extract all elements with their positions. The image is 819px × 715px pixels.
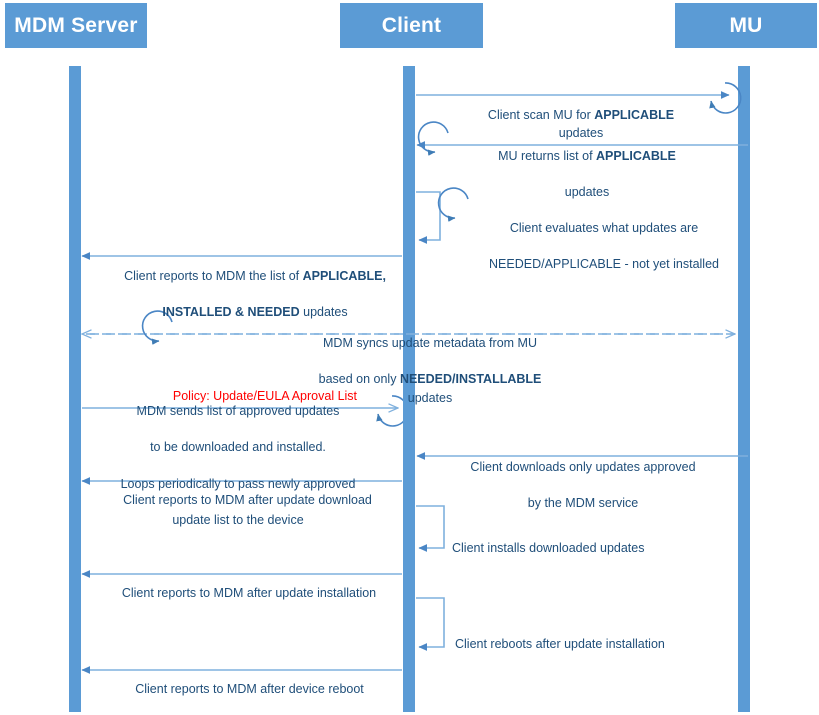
label-text-line2: NEEDED/APPLICABLE - not yet installed bbox=[489, 257, 719, 272]
label-text-line1: Client evaluates what updates are bbox=[509, 221, 699, 236]
label-client-downloads: Client downloads only updates approved b… bbox=[463, 440, 703, 513]
label-text-line2: to be downloaded and installed. bbox=[150, 440, 326, 455]
arrow-client-installs-self bbox=[416, 505, 445, 552]
label-text-bold: APPLICABLE bbox=[594, 108, 675, 123]
actor-label-mdm-server: MDM Server bbox=[14, 13, 138, 37]
label-report-after-install: Client reports to MDM after update insta… bbox=[110, 566, 388, 602]
label-text-line3: Loops periodically to pass newly approve… bbox=[120, 476, 356, 491]
label-text-pre: Client scan MU for bbox=[487, 108, 595, 123]
label-client-installs: Client installs downloaded updates bbox=[452, 521, 712, 557]
policy-text: Policy: Update/EULA Aproval List bbox=[172, 389, 358, 404]
arrow-client-reboots-self bbox=[416, 597, 445, 651]
label-text-post2: updates bbox=[299, 305, 348, 320]
label-text-line1: Client installs downloaded updates bbox=[452, 541, 645, 556]
label-text-line1: MDM sends list of approved updates bbox=[136, 404, 340, 419]
label-policy-approval-list: Policy: Update/EULA Aproval List bbox=[113, 369, 403, 423]
actor-header-client: Client bbox=[340, 3, 483, 48]
label-client-reboots: Client reboots after update installation bbox=[455, 617, 715, 653]
label-text-bold2: NEEDED/INSTALLABLE bbox=[399, 372, 542, 387]
label-text-bold2: INSTALLED & NEEDED bbox=[162, 305, 300, 320]
label-text-line1: Client reports to MDM after device reboo… bbox=[135, 682, 364, 697]
actor-header-mu: MU bbox=[675, 3, 817, 48]
label-text-bold: APPLICABLE bbox=[596, 149, 676, 164]
label-mdm-sends-approved: MDM sends list of approved updates to be… bbox=[93, 384, 383, 529]
label-text-post2: updates bbox=[407, 390, 453, 405]
label-text-pre: MU returns list of bbox=[498, 149, 597, 164]
label-text-post: updates bbox=[558, 126, 604, 141]
label-text-line4: update list to the device bbox=[172, 512, 304, 527]
label-mu-returns-list: MU returns list of APPLICABLE updates bbox=[487, 129, 687, 202]
label-text-line2: by the MDM service bbox=[527, 496, 639, 511]
label-text-line1: MDM syncs update metadata from MU bbox=[323, 336, 537, 351]
label-mdm-syncs-metadata: MDM syncs update metadata from MU based … bbox=[300, 316, 560, 407]
arrow-client-evaluates-self bbox=[416, 187, 469, 244]
label-client-reports-list: Client reports to MDM the list of APPLIC… bbox=[110, 249, 400, 322]
label-report-after-download: Client reports to MDM after update downl… bbox=[115, 473, 380, 509]
label-text-pre: Client reports to MDM the list of bbox=[124, 269, 303, 284]
actor-label-mu: MU bbox=[729, 13, 763, 37]
label-text-line1: Client reports to MDM after update downl… bbox=[123, 493, 372, 508]
label-report-after-reboot: Client reports to MDM after device reboo… bbox=[122, 662, 377, 698]
loop-icon-scan bbox=[709, 82, 742, 114]
lifeline-mdm-server bbox=[69, 66, 81, 712]
label-client-evaluates: Client evaluates what updates are NEEDED… bbox=[484, 201, 724, 274]
actor-header-mdm-server: MDM Server bbox=[5, 3, 147, 48]
label-text-line2: updates bbox=[564, 185, 610, 200]
label-text-bold: APPLICABLE, bbox=[302, 269, 386, 284]
lifeline-mu bbox=[738, 66, 750, 712]
label-text-pre2: based on only bbox=[318, 372, 400, 387]
actor-label-client: Client bbox=[381, 13, 442, 37]
label-client-scan-mu: Client scan MU for APPLICABLE updates bbox=[466, 88, 696, 142]
loop-icon-evaluates bbox=[437, 187, 469, 222]
loop-icon-mu-returns bbox=[417, 121, 449, 156]
label-text-line1: Client downloads only updates approved bbox=[470, 460, 696, 475]
label-text-line1: Client reports to MDM after update insta… bbox=[121, 586, 377, 601]
label-text-line1: Client reboots after update installation bbox=[455, 637, 665, 652]
